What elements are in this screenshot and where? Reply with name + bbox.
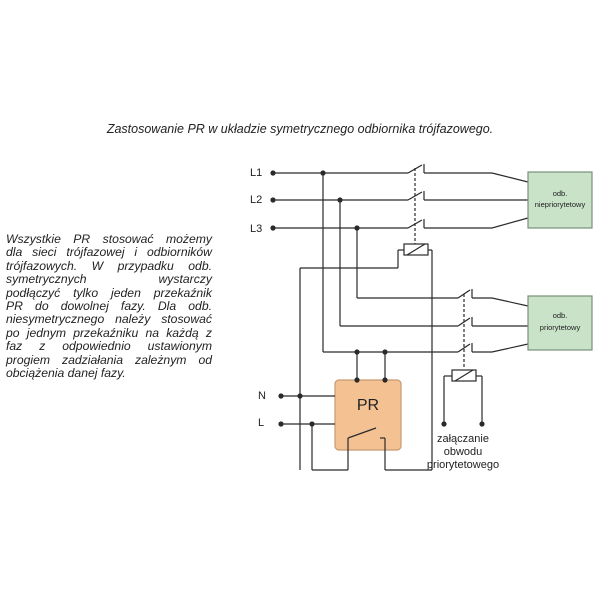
- load-priority-label-1: odb.: [553, 311, 568, 320]
- load-nonpriority: odb. niepriorytetowy: [527, 171, 593, 229]
- load-priority: odb. priorytetowy: [527, 295, 593, 351]
- nonpriority-coil-supply: [299, 249, 433, 470]
- contactor-priority: [451, 289, 492, 382]
- wires-to-priority-load: [491, 297, 529, 353]
- description-line: podłączyć tylko jeden przekaźnik: [6, 285, 212, 300]
- description-line: obciążenia danej fazy.: [6, 366, 126, 381]
- label-l2: L2: [250, 194, 262, 206]
- description-line: symetrycznych wystarczy: [6, 272, 212, 287]
- pr-relay-label: PR: [357, 397, 379, 414]
- phase-drops: [322, 173, 458, 353]
- description-line: PR do dowolnej fazy. Dla odb.: [6, 299, 212, 314]
- description-line: trójfazowych. W przypadku odb.: [6, 258, 212, 273]
- label-n: N: [258, 390, 266, 402]
- priority-circuit-label-2: obwodu: [444, 446, 483, 458]
- description-line: faz z odpowiednio ustawionym: [6, 339, 212, 354]
- label-l3: L3: [250, 223, 262, 235]
- load-nonpriority-label-1: odb.: [553, 189, 568, 198]
- supply-n-l: [278, 393, 432, 471]
- description-line: po jednym przekaźniku na każdą z: [6, 325, 212, 340]
- priority-circuit-label-1: załączanie: [437, 433, 489, 445]
- label-l1: L1: [250, 167, 262, 179]
- description-line: Wszystkie PR stosować możemy: [6, 232, 212, 246]
- description-line: dla sieci trójfazowej i odbiorników: [6, 245, 212, 260]
- pr-relay: PR: [334, 377, 402, 451]
- description-text: Wszystkie PR stosować możemy dla sieci t…: [6, 232, 212, 381]
- label-l: L: [258, 417, 264, 429]
- contactor-nonpriority: [403, 164, 492, 256]
- page-title: Zastosowanie PR w układzie symetrycznego…: [106, 122, 494, 136]
- description-line: progiem zadziałania zależnym od: [6, 352, 212, 367]
- wires-to-nonpriority-load: [491, 172, 529, 229]
- description-line: niesymetrycznego należy stosować: [6, 312, 212, 327]
- pr-sensing-wires: [354, 349, 388, 380]
- priority-circuit-label-3: priorytetowego: [427, 459, 499, 471]
- priority-circuit-wires: [441, 375, 485, 427]
- load-priority-label-2: priorytetowy: [540, 323, 581, 332]
- load-nonpriority-label-2: niepriorytetowy: [535, 200, 586, 209]
